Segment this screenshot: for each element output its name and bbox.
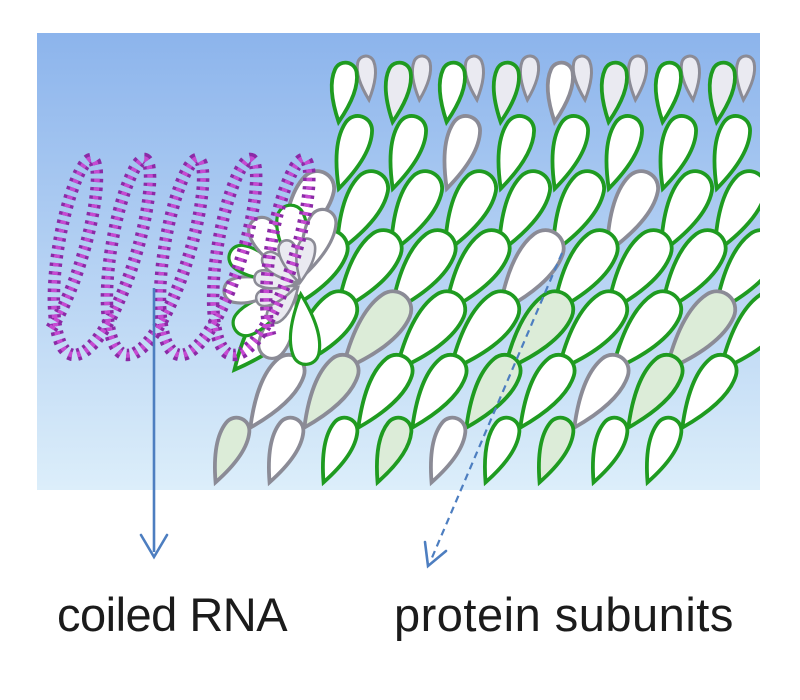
coiled-rna-label: coiled RNA [57,588,288,641]
virus-diagram [45,53,760,490]
coiled-rna-helix [45,152,316,362]
virus-illustration-panel [37,33,760,490]
protein-subunits-label: protein subunits [394,588,734,641]
